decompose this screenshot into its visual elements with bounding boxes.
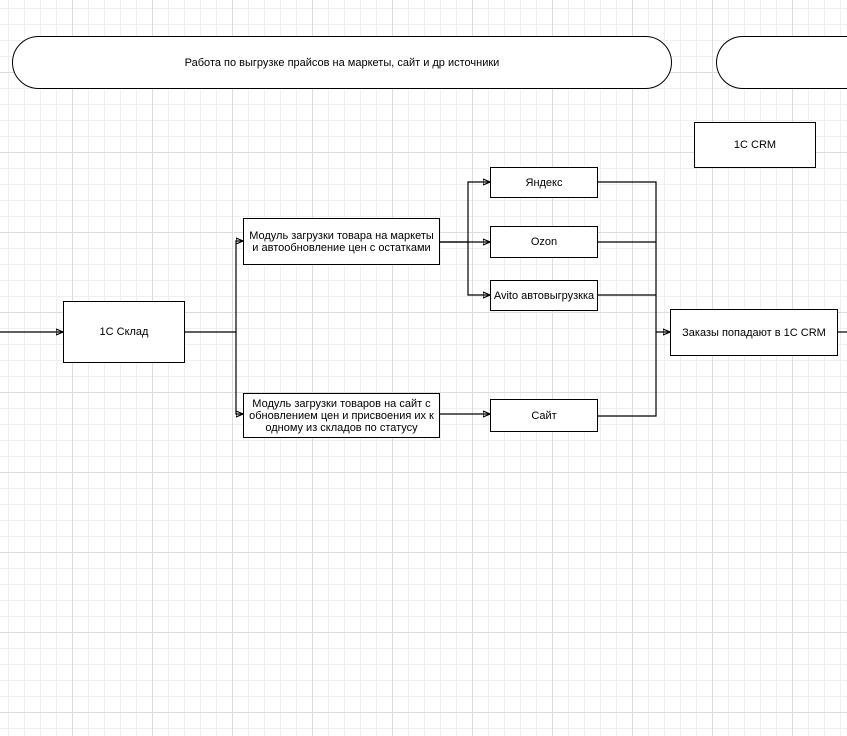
node-1c-crm[interactable]: 1С CRM xyxy=(694,122,816,168)
swimlane-header-label: Работа по выгрузке прайсов на маркеты, с… xyxy=(184,56,500,69)
node-yandex-label: Яндекс xyxy=(525,176,563,189)
edge-yandex-to-orders xyxy=(598,181,670,332)
node-module-site[interactable]: Модуль загрузки товаров на сайт с обновл… xyxy=(243,393,440,438)
edge-sklad-to-module-markets xyxy=(185,241,243,333)
node-orders-crm-label: Заказы попадают в 1С CRM xyxy=(682,326,826,339)
edge-module-to-yandex xyxy=(440,182,490,243)
node-module-markets[interactable]: Модуль загрузки товара на маркеты и авто… xyxy=(243,218,440,265)
edge-site-to-orders xyxy=(598,332,657,417)
node-site-label: Сайт xyxy=(531,409,557,422)
node-orders-crm[interactable]: Заказы попадают в 1С CRM xyxy=(670,309,838,356)
node-1c-sklad-label: 1С Склад xyxy=(99,326,149,338)
node-avito[interactable]: Avito автовыгрузкка xyxy=(490,280,598,311)
node-module-site-label: Модуль загрузки товаров на сайт с обновл… xyxy=(249,397,434,434)
node-yandex[interactable]: Яндекс xyxy=(490,167,598,198)
node-ozon-label: Ozon xyxy=(530,236,558,248)
edge-sklad-to-module-site xyxy=(235,332,243,414)
node-avito-label: Avito автовыгрузкка xyxy=(493,289,595,302)
node-1c-sklad[interactable]: 1С Склад xyxy=(63,301,185,363)
node-module-markets-label: Модуль загрузки товара на маркеты и авто… xyxy=(249,229,434,254)
node-ozon[interactable]: Ozon xyxy=(490,226,598,258)
node-1c-crm-label: 1С CRM xyxy=(733,139,777,151)
swimlane-header-price-export[interactable]: Работа по выгрузке прайсов на маркеты, с… xyxy=(12,36,672,89)
swimlane-header-next[interactable] xyxy=(716,36,847,89)
edge-module-to-avito xyxy=(467,242,490,295)
node-site[interactable]: Сайт xyxy=(490,399,598,432)
